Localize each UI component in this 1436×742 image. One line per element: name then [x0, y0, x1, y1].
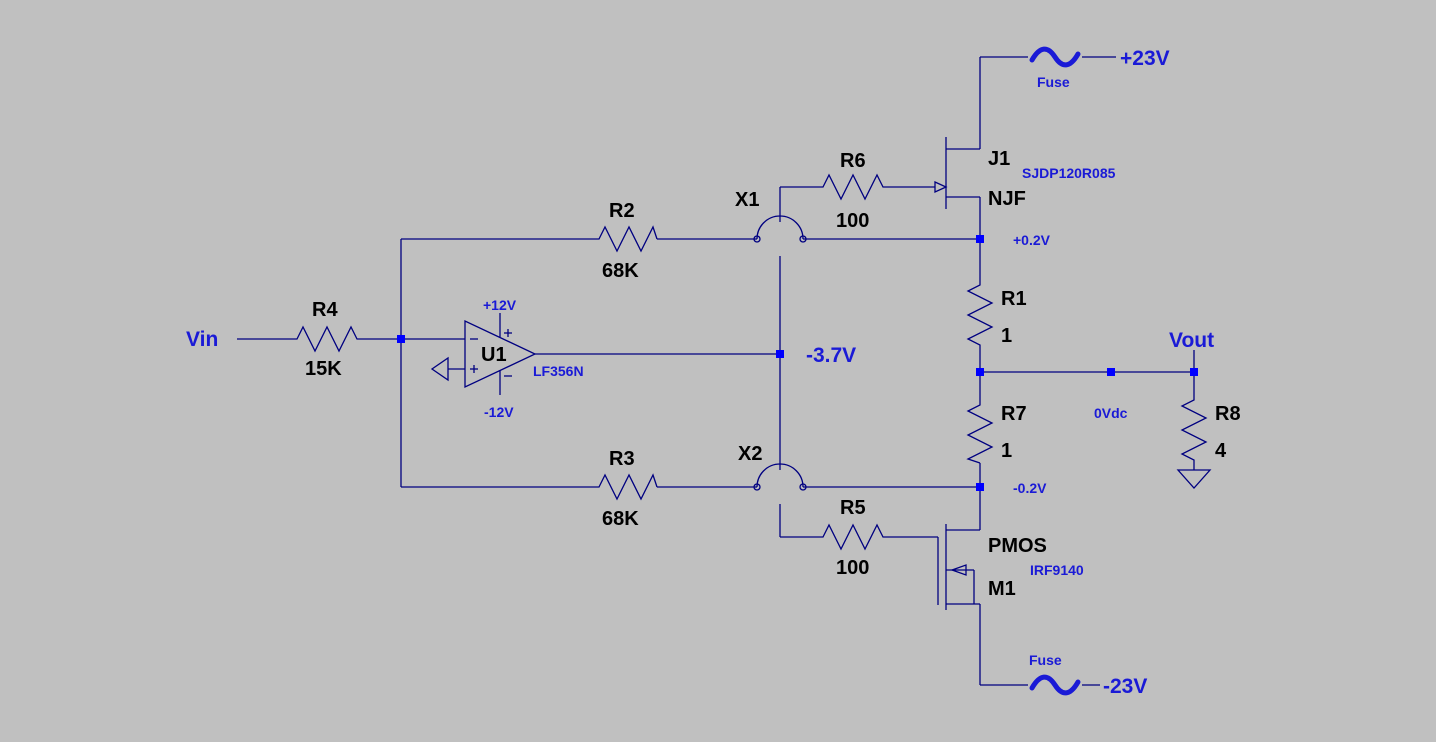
resistor-r1[interactable]: R1 1 — [966, 277, 1027, 349]
j1-name: J1 — [988, 148, 1010, 170]
junction-dot — [1107, 368, 1115, 376]
resistor-r5[interactable]: R5 100 — [815, 497, 889, 579]
pmos-m1[interactable]: PMOS IRF9140 M1 — [945, 524, 1084, 610]
net-label-upper-node: +0.2V — [1013, 232, 1051, 248]
r4-value: 15K — [305, 358, 342, 380]
resistor-r3[interactable]: R3 68K — [591, 448, 658, 530]
net-label-pos-rail: +23V — [1120, 47, 1170, 70]
r5-value: 100 — [836, 557, 869, 579]
r1-name: R1 — [1001, 288, 1027, 310]
fuse-top[interactable]: Fuse — [1029, 46, 1081, 90]
junction-dot — [776, 350, 784, 358]
r8-value: 4 — [1215, 440, 1227, 462]
resistor-r4[interactable]: R4 15K — [289, 299, 365, 380]
wires — [237, 56, 1195, 686]
junction-dot — [976, 368, 984, 376]
u1-vpos: +12V — [483, 297, 517, 313]
resistor-r7[interactable]: R7 1 — [966, 397, 1027, 464]
fuse-bottom-label: Fuse — [1029, 652, 1062, 668]
junction-dot — [397, 335, 405, 343]
r8-name: R8 — [1215, 403, 1241, 425]
u1-model: LF356N — [533, 363, 584, 379]
net-label-vout: Vout — [1169, 329, 1214, 352]
net-label-out-dc: 0Vdc — [1094, 405, 1128, 421]
r6-name: R6 — [840, 150, 866, 172]
ground-symbol-u1 — [430, 356, 449, 382]
junction-dot — [976, 235, 984, 243]
r7-value: 1 — [1001, 440, 1012, 462]
opamp-u1[interactable]: U1 LF356N +12V -12V — [430, 297, 584, 420]
m1-name: M1 — [988, 578, 1016, 600]
r5-name: R5 — [840, 497, 866, 519]
u1-vneg: -12V — [484, 404, 514, 420]
net-label-opamp-out: -3.7V — [806, 344, 856, 367]
x2-name: X2 — [738, 443, 762, 465]
m1-type: PMOS — [988, 535, 1047, 557]
r3-name: R3 — [609, 448, 635, 470]
resistor-r2[interactable]: R2 68K — [591, 200, 658, 282]
net-label-neg-rail: -23V — [1103, 675, 1147, 698]
crossover-x2: X2 — [738, 443, 807, 491]
resistor-r8[interactable]: R8 4 — [1180, 392, 1241, 470]
r2-value: 68K — [602, 260, 639, 282]
net-label-lower-node: -0.2V — [1013, 480, 1047, 496]
jfet-j1[interactable]: J1 SJDP120R085 NJF — [934, 137, 1116, 210]
u1-name: U1 — [481, 344, 507, 366]
fuse-bottom[interactable]: Fuse — [1029, 652, 1081, 696]
resistor-r6[interactable]: R6 100 — [815, 150, 889, 232]
r2-name: R2 — [609, 200, 635, 222]
r1-value: 1 — [1001, 325, 1012, 347]
net-label-vin: Vin — [186, 328, 218, 351]
r4-name: R4 — [312, 299, 338, 321]
junction-dot — [976, 483, 984, 491]
r6-value: 100 — [836, 210, 869, 232]
j1-model: SJDP120R085 — [1022, 165, 1116, 181]
j1-type: NJF — [988, 188, 1026, 210]
ground-symbol-r8 — [1176, 469, 1212, 489]
m1-model: IRF9140 — [1030, 562, 1084, 578]
crossover-x1: X1 — [735, 189, 807, 243]
junction-dot — [1190, 368, 1198, 376]
x1-name: X1 — [735, 189, 759, 211]
r7-name: R7 — [1001, 403, 1027, 425]
fuse-top-label: Fuse — [1037, 74, 1070, 90]
r3-value: 68K — [602, 508, 639, 530]
junctions — [397, 235, 1198, 491]
